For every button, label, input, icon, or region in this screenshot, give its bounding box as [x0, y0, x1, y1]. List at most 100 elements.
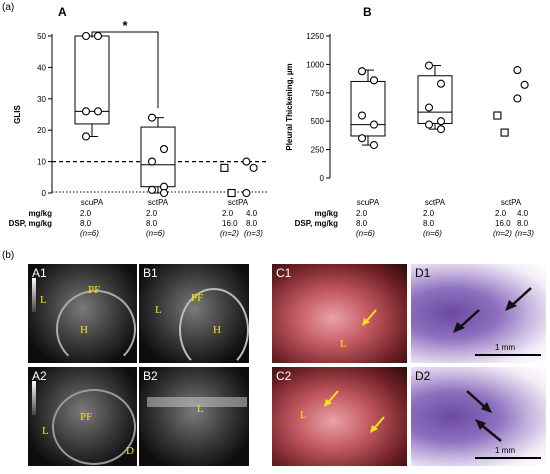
cell-mgkg-1: 2.0 [423, 209, 435, 218]
point-1-0 [147, 113, 157, 122]
point-3-2 [242, 188, 251, 198]
point-1-0 [424, 61, 434, 70]
mark-a2-d: D [126, 445, 134, 457]
cell-n-1: (n=6) [146, 229, 165, 238]
cell-n-1: (n=6) [423, 229, 442, 238]
cell-dsp-1: 8.0 [146, 219, 158, 228]
category-label-2: sctPA [228, 198, 249, 207]
row-label-dsp: DSP, mg/kg [9, 219, 53, 228]
arrow-c1 [362, 309, 377, 326]
panel-label-a1: A1 [32, 266, 47, 280]
y-axis-title: GLIS [13, 105, 22, 124]
point-1-2 [424, 103, 434, 112]
point-3-1 [500, 128, 509, 137]
histology-d2: D2 1 mm [411, 367, 546, 466]
point-0-4 [357, 134, 367, 143]
y-tick-label-3: 30 [37, 95, 46, 104]
cell-n-2: (n=2) [220, 229, 239, 238]
point-1-5 [436, 125, 446, 134]
scale-bar-a2 [32, 381, 36, 415]
cell-n-0: (n=6) [80, 229, 99, 238]
panel-label-c1: C1 [276, 266, 292, 280]
mark-a2-pf: PF [80, 411, 93, 423]
y-tick-label-1: 250 [311, 146, 325, 155]
point-1-3 [436, 117, 446, 126]
scale-bar-d1 [475, 354, 541, 356]
cell-dsp-1: 8.0 [423, 219, 435, 228]
panel-label-c2: C2 [276, 369, 292, 383]
y-tick-label-4: 40 [37, 63, 46, 72]
y-tick-label-5: 1250 [306, 32, 324, 41]
box-0 [74, 35, 110, 125]
scale-label-d2: 1 mm [495, 446, 515, 455]
mark-c1-l: L [340, 338, 347, 350]
y-tick-label-4: 1000 [306, 60, 324, 69]
category-label-1: sctPA [425, 198, 446, 207]
point-1-2 [147, 157, 157, 166]
point-2-1 [227, 188, 236, 198]
ultrasound-a1: A1 PF L H [28, 264, 137, 363]
arrow-d1-b [453, 309, 480, 333]
category-label-2: sctPA [501, 198, 522, 207]
cell-dsp-3: 8.0 [246, 219, 258, 228]
ellipse-a1 [56, 290, 136, 363]
cell-mgkg-2: 2.0 [495, 209, 507, 218]
category-label-0: scuPA [357, 198, 380, 207]
cell-mgkg-2: 2.0 [222, 209, 234, 218]
point-0-1 [93, 31, 103, 41]
point-1-5 [159, 188, 169, 198]
arrow-d2-b [475, 419, 502, 442]
point-0-0 [357, 67, 367, 76]
cell-mgkg-3: 4.0 [246, 209, 258, 218]
point-2-0 [513, 66, 522, 75]
point-0-0 [81, 31, 91, 41]
photo-c2: C2 L [272, 367, 407, 466]
mark-a2-l: L [42, 425, 49, 437]
point-3-1 [249, 163, 258, 172]
y-tick-label-2: 500 [311, 117, 325, 126]
cell-dsp-2: 16.0 [222, 219, 238, 228]
cell-mgkg-0: 2.0 [80, 209, 92, 218]
y-tick-label-5: 50 [37, 32, 46, 41]
y-tick-label-0: 0 [42, 189, 47, 198]
point-0-4 [81, 132, 91, 141]
mark-a1-pf: PF [88, 284, 101, 296]
y-tick-label-2: 20 [37, 126, 46, 135]
point-3-0 [242, 157, 251, 166]
significance-bracket [91, 31, 159, 109]
box-1 [140, 126, 176, 188]
mark-c2-l: L [300, 409, 307, 421]
scale-bar-d2 [475, 457, 541, 459]
y-tick-label-1: 10 [37, 158, 46, 167]
ellipse-a2 [52, 389, 136, 465]
ellipse-b1 [179, 288, 249, 363]
photo-c1: C1 L [272, 264, 407, 363]
arrow-c2-a [324, 390, 339, 407]
ultrasound-b1: B1 PF L H [139, 264, 249, 363]
cell-n-0: (n=6) [356, 229, 375, 238]
y-tick-label-3: 750 [311, 89, 325, 98]
row-label-dsp: DSP, mg/kg [295, 219, 339, 228]
cell-mgkg-1: 2.0 [146, 209, 158, 218]
y-tick-label-0: 0 [320, 174, 325, 183]
y-axis-title: Pleural Thickening, µm [285, 63, 294, 150]
mark-b1-pf: PF [191, 292, 204, 304]
panel-label-b: B [363, 5, 372, 19]
point-2-2 [513, 94, 522, 103]
mark-b2-l: L [197, 403, 204, 415]
cell-dsp-0: 8.0 [80, 219, 92, 228]
mark-a1-h: H [80, 324, 88, 336]
box-0 [350, 80, 386, 137]
significance-star: * [122, 18, 128, 33]
arrow-c2-b [370, 416, 385, 433]
histology-d1: D1 1 mm [411, 264, 546, 363]
point-0-3 [93, 107, 103, 116]
panel-label-b1: B1 [143, 266, 158, 280]
cell-mgkg-3: 4.0 [517, 209, 529, 218]
scale-label-d1: 1 mm [495, 343, 515, 352]
panel-label-a: A [58, 5, 67, 19]
scale-bar-a1 [32, 278, 36, 312]
panel-label-b2: B2 [143, 369, 158, 383]
